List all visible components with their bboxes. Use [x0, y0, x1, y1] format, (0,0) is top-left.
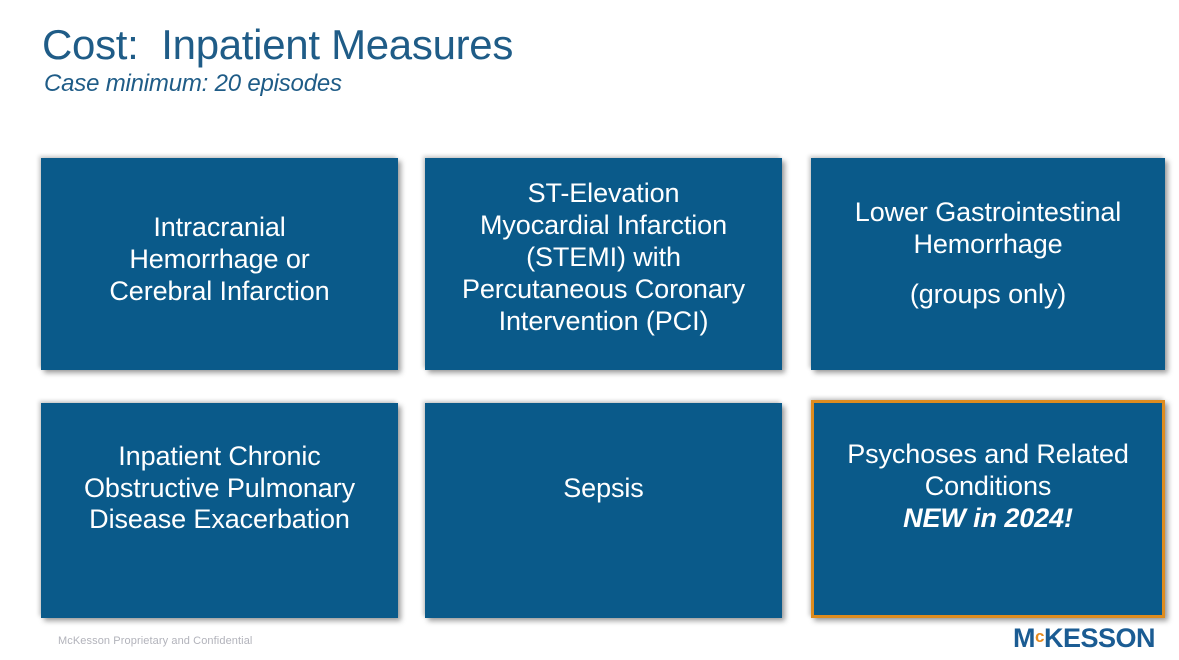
measure-card-line: Disease Exacerbation	[89, 504, 350, 535]
logo-letters-kesson: KESSON	[1043, 623, 1156, 653]
measure-card-note: (groups only)	[909, 278, 1067, 309]
measure-card-line: Intracranial	[153, 212, 286, 243]
measure-card-text: ST-Elevation Myocardial Infarction (STEM…	[425, 178, 782, 337]
measure-card-line: Conditions	[924, 471, 1052, 502]
logo-letter-m: M	[1013, 623, 1036, 653]
measure-card-sepsis[interactable]: Sepsis	[425, 403, 782, 618]
measure-card-line: Myocardial Infarction	[479, 210, 727, 241]
measure-card-line: (STEMI) with	[526, 242, 681, 273]
logo-letter-c: c	[1035, 627, 1044, 646]
measure-card-line: Cerebral Infarction	[109, 275, 330, 306]
measure-card-psychoses-and-related-conditions[interactable]: Psychoses and Related Conditions NEW in …	[811, 400, 1165, 618]
measure-card-line: Lower Gastrointestinal	[854, 197, 1122, 228]
measure-card-line: Obstructive Pulmonary	[84, 472, 355, 503]
measure-card-intracranial-hemorrhage[interactable]: Intracranial Hemorrhage or Cerebral Infa…	[41, 158, 398, 370]
confidentiality-notice: McKesson Proprietary and Confidential	[58, 635, 253, 647]
measure-card-text: Inpatient Chronic Obstructive Pulmonary …	[41, 441, 398, 537]
measure-card-stemi-with-pci[interactable]: ST-Elevation Myocardial Infarction (STEM…	[425, 158, 782, 370]
measure-card-lower-gi-hemorrhage[interactable]: Lower Gastrointestinal Hemorrhage (group…	[811, 158, 1165, 370]
measure-card-line: Intervention (PCI)	[498, 305, 709, 336]
measure-card-text: Intracranial Hemorrhage or Cerebral Infa…	[41, 212, 398, 308]
measure-card-line: Psychoses and Related	[847, 439, 1129, 470]
measure-card-line: Inpatient Chronic	[118, 440, 321, 471]
measure-card-line: Percutaneous Coronary	[461, 273, 746, 304]
measure-card-text: Lower Gastrointestinal Hemorrhage (group…	[811, 197, 1165, 311]
measure-card-inpatient-copd-exacerbation[interactable]: Inpatient Chronic Obstructive Pulmonary …	[41, 403, 398, 618]
measure-card-line: ST-Elevation	[527, 178, 680, 209]
measure-card-line: Hemorrhage	[913, 229, 1063, 260]
page-title: Cost: Inpatient Measures	[42, 21, 514, 68]
measure-card-text: Psychoses and Related Conditions NEW in …	[814, 439, 1162, 535]
title-block: Cost: Inpatient Measures Case minimum: 2…	[42, 22, 942, 98]
measure-card-new-badge: NEW in 2024!	[903, 502, 1073, 533]
measure-card-line: Sepsis	[563, 472, 644, 503]
measure-card-line: Hemorrhage or	[129, 244, 310, 275]
page-subtitle: Case minimum: 20 episodes	[44, 70, 342, 98]
measure-card-text: Sepsis	[425, 473, 782, 505]
